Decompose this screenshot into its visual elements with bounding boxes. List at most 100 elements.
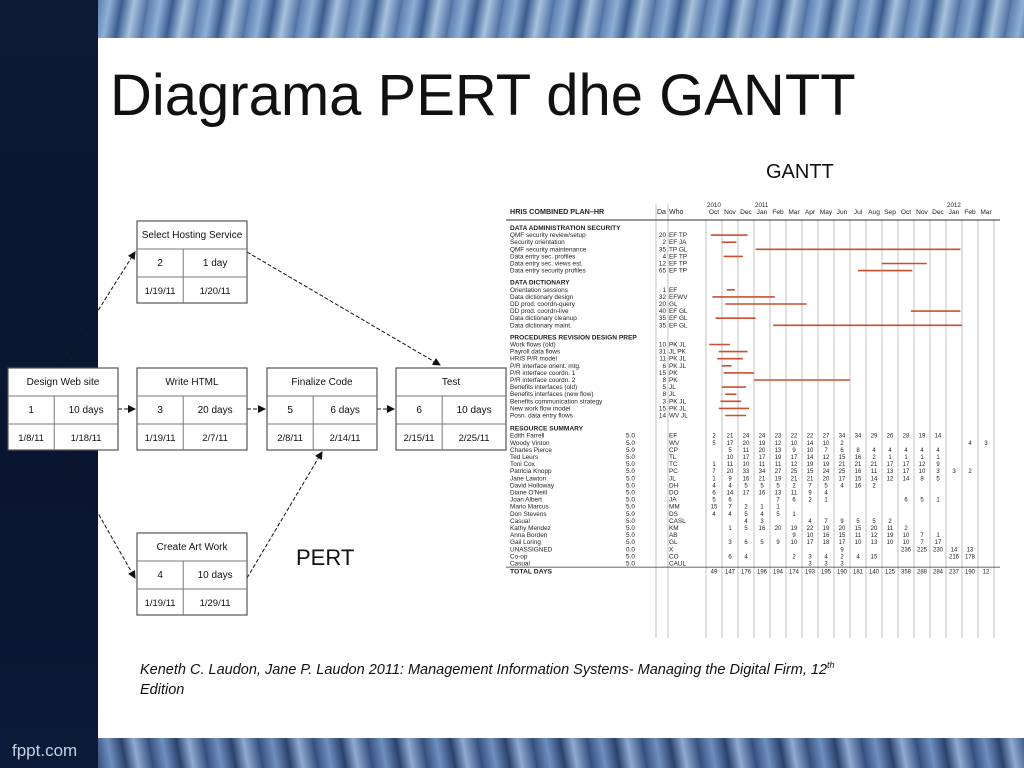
pert-node-number: 3 bbox=[157, 405, 163, 416]
gantt-resource-value: 26 bbox=[887, 434, 894, 440]
gantt-resource-value: 22 bbox=[807, 434, 814, 440]
gantt-resource-value: 21 bbox=[791, 476, 798, 482]
gantt-resource-code: EF bbox=[669, 433, 677, 440]
gantt-resource-code: KM bbox=[669, 525, 679, 532]
gantt-month-label: Jan bbox=[757, 209, 768, 216]
gantt-total-value: 193 bbox=[805, 570, 816, 576]
gantt-task-name: Posn. data entry flows bbox=[510, 413, 573, 420]
gantt-task-who: JL bbox=[669, 384, 676, 391]
pert-arrows bbox=[62, 251, 441, 579]
gantt-resource-value: 19 bbox=[823, 462, 830, 468]
gantt-resource-value: 5 bbox=[760, 483, 764, 489]
gantt-section-title: DATA ADMINISTRATION SECURITY bbox=[510, 225, 621, 232]
gantt-resource-rate: 5.0 bbox=[626, 447, 635, 454]
pert-node-start: 1/19/11 bbox=[145, 286, 176, 297]
gantt-resource-code: CASL bbox=[669, 518, 686, 525]
gantt-resource-value: 20 bbox=[823, 476, 830, 482]
gantt-resource-name: Casual bbox=[510, 518, 530, 525]
gantt-resource-code: JA bbox=[669, 497, 677, 504]
gantt-resource-value: 216 bbox=[949, 554, 960, 560]
gantt-task-who: GL bbox=[669, 301, 678, 308]
gantt-resource-value: 3 bbox=[808, 554, 812, 560]
gantt-task-who: PK JL bbox=[669, 356, 686, 363]
gantt-resource-code: DO bbox=[669, 490, 679, 497]
pert-dependency-arrow bbox=[246, 251, 441, 366]
gantt-month-label: Sep bbox=[884, 209, 896, 216]
gantt-resource-value: 16 bbox=[855, 469, 862, 475]
pert-node-start: 2/8/11 bbox=[277, 433, 303, 444]
gantt-task-days: 8 bbox=[662, 391, 666, 398]
gantt-resource-code: GL bbox=[669, 539, 678, 546]
gantt-resource-rate: 5.0 bbox=[626, 461, 635, 468]
gantt-resource-value: 12 bbox=[919, 462, 926, 468]
pert-node-name: Test bbox=[442, 377, 461, 388]
gantt-resource-code: TL bbox=[669, 454, 677, 461]
gantt-task-days: 35 bbox=[659, 322, 667, 329]
gantt-resource-value: 2 bbox=[712, 434, 716, 440]
gantt-resource-value: 3 bbox=[840, 562, 844, 568]
gantt-resource-rate: 0.0 bbox=[626, 546, 635, 553]
pert-node-box bbox=[136, 367, 248, 451]
gantt-resource-value: 4 bbox=[728, 512, 732, 518]
gantt-resource-value: 17 bbox=[903, 462, 910, 468]
gantt-resource-rate: 5.0 bbox=[626, 482, 635, 489]
gantt-resource-value: 5 bbox=[936, 476, 940, 482]
gantt-month-label: Nov bbox=[916, 209, 928, 216]
gantt-resource-value: 15 bbox=[839, 533, 846, 539]
gantt-resource-value: 4 bbox=[712, 483, 716, 489]
gantt-resource-value: 17 bbox=[839, 476, 846, 482]
pert-node-name: Select Hosting Service bbox=[142, 230, 243, 241]
gantt-column-who: Who bbox=[669, 209, 684, 216]
gantt-resource-value: 34 bbox=[855, 434, 862, 440]
gantt-resource-value: 1 bbox=[712, 476, 716, 482]
gantt-resource-value: 7 bbox=[776, 498, 780, 504]
gantt-resource-code: X bbox=[669, 546, 674, 553]
pert-node-start: 2/15/11 bbox=[404, 433, 435, 444]
gantt-resource-value: 6 bbox=[840, 448, 844, 454]
pert-dependency-arrow bbox=[246, 451, 323, 579]
gantt-resource-value: 19 bbox=[887, 533, 894, 539]
gantt-task-days: 15 bbox=[659, 405, 667, 412]
gantt-resource-value: 17 bbox=[759, 455, 766, 461]
gantt-resource-value: 21 bbox=[839, 462, 846, 468]
pert-node-box bbox=[136, 532, 248, 616]
gantt-resource-value: 1 bbox=[776, 505, 780, 511]
gantt-resource-value: 8 bbox=[920, 476, 924, 482]
gantt-resource-name: Don Stevens bbox=[510, 511, 547, 518]
gantt-resource-value: 34 bbox=[839, 434, 846, 440]
gantt-column-da: Da bbox=[657, 209, 666, 216]
gantt-task-name: P/R interface coordn. 2 bbox=[510, 377, 576, 384]
gantt-month-label: Jan bbox=[949, 209, 960, 216]
gantt-resource-value: 24 bbox=[743, 434, 750, 440]
gantt-resource-value: 9 bbox=[840, 547, 844, 553]
gantt-label: GANTT bbox=[766, 161, 834, 183]
gantt-month-label: Feb bbox=[964, 209, 976, 216]
pert-node-name: Write HTML bbox=[165, 377, 219, 388]
gantt-resource-value: 15 bbox=[711, 505, 718, 511]
gantt-task-who: TP GL bbox=[669, 246, 688, 253]
gantt-resource-value: 25 bbox=[791, 469, 798, 475]
gantt-resource-code: JL bbox=[669, 475, 676, 482]
gantt-task-who: JL bbox=[669, 391, 676, 398]
gantt-resource-value: 4 bbox=[808, 519, 812, 525]
gantt-resource-value: 225 bbox=[917, 547, 928, 553]
gantt-total-value: 125 bbox=[885, 570, 896, 576]
gantt-resource-value: 5 bbox=[744, 483, 748, 489]
gantt-resource-value: 14 bbox=[903, 476, 910, 482]
gantt-total-value: 284 bbox=[933, 570, 944, 576]
gantt-task-name: Data dictionary design bbox=[510, 294, 574, 301]
gantt-resource-value: 9 bbox=[808, 491, 812, 497]
gantt-resource-value: 1 bbox=[936, 455, 940, 461]
gantt-task-name: Benefits interfaces (new flow) bbox=[510, 391, 593, 398]
gantt-task-name: HRIS P/R model bbox=[510, 356, 557, 363]
gantt-month-label: Aug bbox=[868, 209, 880, 216]
gantt-resource-value: 6 bbox=[792, 498, 796, 504]
gantt-resource-value: 9 bbox=[792, 448, 796, 454]
gantt-resource-value: 5 bbox=[920, 498, 924, 504]
gantt-resource-value: 7 bbox=[920, 540, 924, 546]
gantt-resource-value: 28 bbox=[903, 434, 910, 440]
pert-node-end: 2/25/11 bbox=[459, 433, 490, 444]
gantt-resource-value: 13 bbox=[967, 547, 974, 553]
gantt-resource-name: Toni Cox bbox=[510, 461, 536, 468]
